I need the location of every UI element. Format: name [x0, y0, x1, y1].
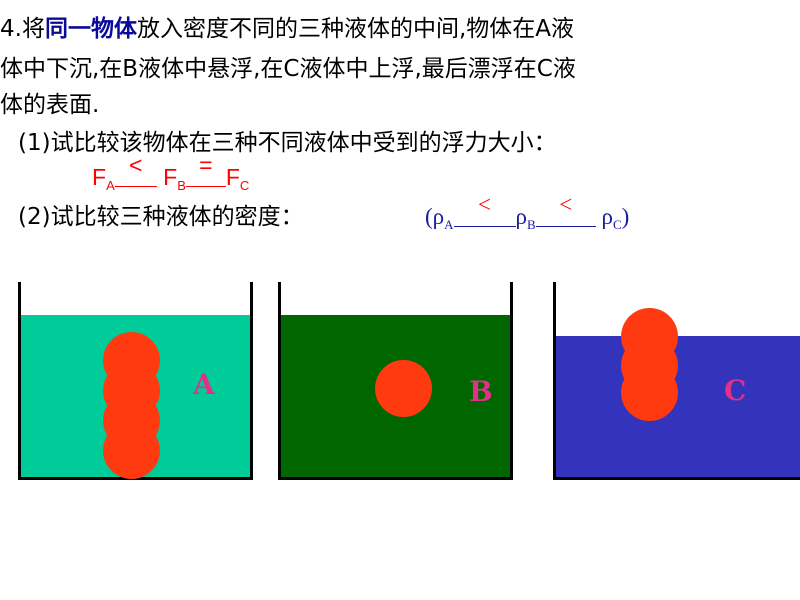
- density-relation-2: <: [559, 192, 573, 217]
- density-relation-1: <: [478, 192, 492, 217]
- object-ball: [375, 360, 432, 417]
- highlight-phrase: 同一物体: [44, 16, 137, 42]
- blank-4: <: [535, 192, 596, 227]
- sub-question-2: (2)试比较三种液体的密度：: [18, 204, 304, 230]
- tank-c: C: [553, 282, 800, 480]
- tank-b: B: [278, 282, 513, 480]
- tank-a: A: [18, 282, 253, 480]
- question-line-3: 体的表面.: [0, 92, 100, 118]
- question-line-2: 体中下沉,在B液体中悬浮,在C液体中上浮,最后漂浮在C液: [0, 56, 576, 82]
- liquid-c: [556, 336, 800, 477]
- answer-relation-1: <: [129, 152, 143, 178]
- question-line-1: 4.将同一物体放入密度不同的三种液体的中间,物体在A液: [0, 12, 574, 46]
- blank-2: =: [185, 152, 226, 187]
- tank-label-c: C: [724, 374, 747, 407]
- tank-label-a: A: [193, 368, 215, 401]
- answer-2: (ρA<ρB< ρC): [425, 192, 630, 232]
- sub-question-1: (1)试比较该物体在三种不同液体中受到的浮力大小：: [18, 130, 557, 156]
- blank-3: <: [453, 192, 516, 227]
- blank-1: <: [114, 152, 157, 187]
- object-ball: [103, 422, 160, 479]
- tank-label-b: B: [469, 375, 493, 408]
- question-number: 4.将: [0, 16, 45, 42]
- question-text: 放入密度不同的三种液体的中间,物体在A液: [136, 16, 574, 42]
- answer-relation-2: =: [199, 152, 213, 178]
- answer-1: FA< FB=FC: [92, 152, 250, 193]
- object-ball: [621, 364, 678, 421]
